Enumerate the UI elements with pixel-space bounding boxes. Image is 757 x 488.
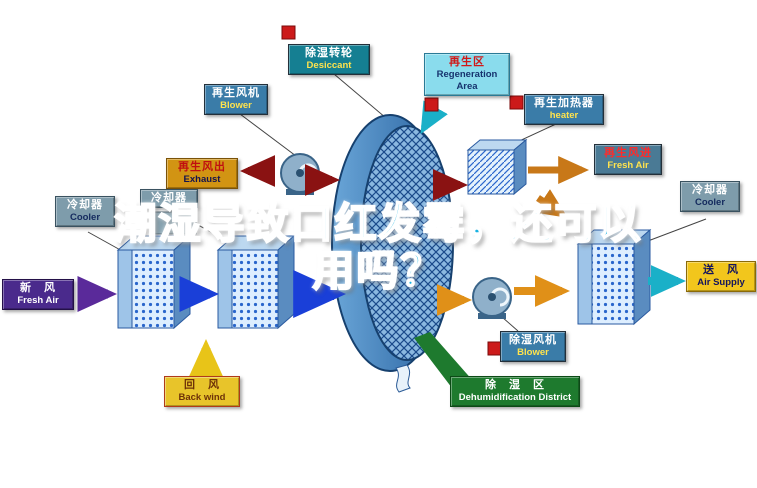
label-regen-heater-zh: 再生加热器: [534, 97, 594, 109]
label-fresh-air-zh: 新 风: [20, 282, 56, 294]
label-air-supply-en: Air Supply: [697, 277, 745, 289]
label-exhaust-en: Exhaust: [183, 174, 221, 186]
label-regen-blower-zh: 再生风机: [212, 87, 260, 99]
label-cooler-right: 冷却器 Cooler: [680, 181, 740, 212]
label-air-supply: 送 风 Air Supply: [686, 261, 756, 292]
label-cooler-left-en: Cooler: [69, 212, 101, 224]
label-regen-heater: 再生加热器 heater: [524, 94, 604, 125]
label-cooler-right-en: Cooler: [694, 197, 726, 209]
label-desiccant-wheel: 除湿转轮 Desiccant: [288, 44, 370, 75]
regen-area-arrow: [420, 100, 448, 135]
label-back-wind-zh: 回 风: [184, 379, 220, 391]
label-regen-blower-en: Blower: [220, 100, 252, 112]
label-cooler-right-zh: 冷却器: [692, 184, 728, 196]
label-cooler-left-zh: 冷却器: [67, 199, 103, 211]
watermark-title: 潮湿导致口红发霉，还可以 用吗？: [0, 199, 757, 295]
label-fresh-air-en: Fresh Air: [17, 295, 59, 307]
label-dehumid-area-en: Dehumidification District: [458, 392, 572, 404]
label-desiccant-wheel-zh: 除湿转轮: [305, 47, 353, 59]
label-regen-fresh-air-zh: 再生风进: [604, 147, 652, 159]
label-fresh-air: 新 风 Fresh Air: [2, 279, 74, 310]
label-regen-blower: 再生风机 Blower: [204, 84, 268, 115]
watermark-title-line2: 用吗？: [311, 246, 445, 295]
label-dehumid-blower-en: Blower: [517, 347, 549, 359]
label-air-supply-zh: 送 风: [703, 264, 739, 276]
label-regen-area: 再生区 Regeneration Area: [424, 53, 510, 96]
marker-regen-area: [424, 97, 439, 112]
label-cooler-left: 冷却器 Cooler: [55, 196, 115, 227]
label-regen-area-zh: 再生区: [449, 56, 485, 68]
label-cooler-mid: 冷却器: [140, 189, 198, 209]
label-back-wind-en: Back wind: [178, 392, 226, 404]
regen-blower-fan: [280, 153, 320, 195]
watermark-title-line1: 潮湿导致口红发霉，还可以: [113, 199, 643, 248]
label-back-wind: 回 风 Back wind: [164, 376, 240, 407]
label-regen-fresh-air-en: Fresh Air: [607, 160, 649, 172]
label-dehumid-area-zh: 除 湿 区: [485, 379, 545, 391]
heater-unit: [466, 138, 528, 196]
cooler-unit-right: [576, 228, 652, 326]
label-exhaust: 再生风出 Exhaust: [166, 158, 238, 189]
label-exhaust-zh: 再生风出: [178, 161, 226, 173]
marker-heater: [509, 95, 524, 110]
label-dehumid-blower: 除湿风机 Blower: [500, 331, 566, 362]
dehumid-district-pointer: [414, 332, 474, 388]
marker-desiccant: [281, 25, 296, 40]
dehumid-blower-fan: [472, 277, 512, 319]
rotor-seal-strip: [395, 364, 411, 393]
label-dehumid-area: 除 湿 区 Dehumidification District: [450, 376, 580, 407]
desiccant-rotor-wheel: [331, 114, 454, 393]
connector-markers: [281, 25, 524, 356]
airflow-arrows: [77, 100, 686, 379]
label-dehumid-blower-zh: 除湿风机: [509, 334, 557, 346]
label-regen-heater-en: heater: [549, 110, 579, 122]
label-regen-fresh-air: 再生风进 Fresh Air: [594, 144, 662, 175]
label-cooler-mid-zh: 冷却器: [151, 192, 187, 204]
label-regen-area-en: Regeneration Area: [436, 69, 498, 92]
label-desiccant-wheel-en: Desiccant: [306, 60, 352, 72]
heated-air-arrow: [534, 189, 568, 218]
